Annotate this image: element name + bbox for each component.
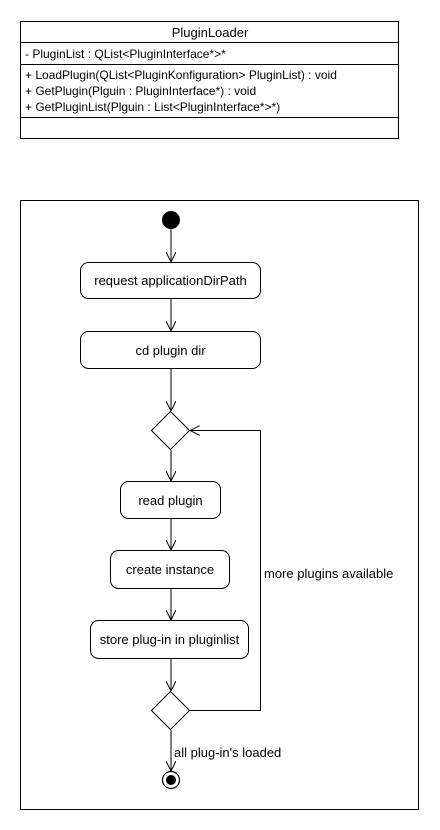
action-create-instance-label: create instance [126,562,214,577]
class-box-frame [20,21,399,139]
action-store-plugin-label: store plug-in in pluginlist [100,632,240,647]
flow-loop-back [190,431,261,711]
initial-node [162,211,180,229]
decision-node [150,690,191,731]
activity-diagram: request applicationDirPath cd plugin dir… [20,200,419,810]
final-node-center [166,775,176,785]
action-read-plugin-label: read plugin [138,493,202,508]
action-create-instance [110,550,230,589]
guard-all-loaded-label: all plug-in's loaded [174,745,281,760]
merge-node [150,410,191,451]
class-operation-getpluginlist: + GetPluginList(Plguin : List<PluginInte… [25,100,280,114]
action-store-plugin [90,620,249,659]
class-box-pluginloader: PluginLoader - PluginList : QList<Plugin… [20,21,399,139]
action-cd-plugin-dir-label: cd plugin dir [135,343,206,358]
guard-more-plugins-label: more plugins available [264,566,393,581]
action-request-dir-label: request applicationDirPath [94,273,246,288]
class-name: PluginLoader [172,25,249,40]
class-operation-loadplugin: + LoadPlugin(QList<PluginKonfiguration> … [25,68,337,82]
class-operation-getplugin: + GetPlugin(Plguin : PluginInterface*) :… [25,84,256,98]
action-cd-plugin-dir [80,331,261,369]
class-attribute-pluginlist: - PluginList : QList<PluginInterface*>* [25,47,226,61]
action-request-dir [80,262,261,299]
action-read-plugin [120,481,221,519]
